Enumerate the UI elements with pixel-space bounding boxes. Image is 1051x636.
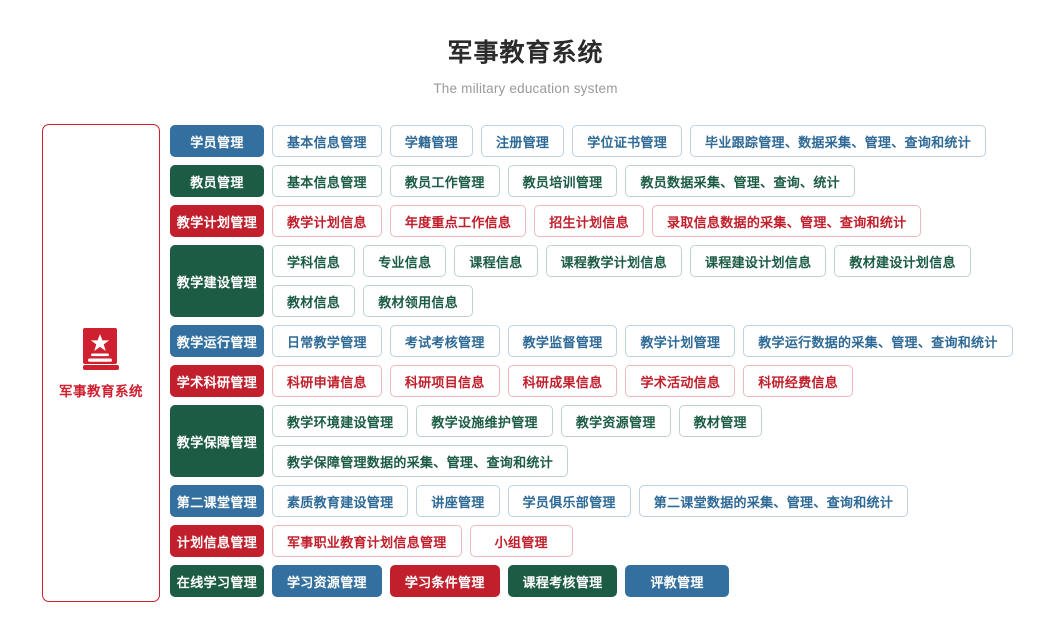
module-item[interactable]: 学员俱乐部管理 [507, 485, 631, 517]
module-row-children: 日常教学管理考试考核管理教学监督管理教学计划管理教学运行数据的采集、管理、查询和… [272, 325, 1013, 357]
module-item[interactable]: 学习资源管理 [272, 565, 382, 597]
module-item[interactable]: 第二课堂数据的采集、管理、查询和统计 [638, 485, 909, 517]
module-item[interactable]: 学术活动信息 [625, 365, 736, 397]
module-item[interactable]: 学科信息 [272, 245, 356, 277]
module-row: 教学保障管理教学环境建设管理教学设施维护管理教学资源管理教材管理教学保障管理数据… [170, 405, 1051, 477]
module-row-children: 素质教育建设管理讲座管理学员俱乐部管理第二课堂数据的采集、管理、查询和统计 [272, 485, 909, 517]
module-item[interactable]: 教材建设计划信息 [834, 245, 971, 277]
module-item[interactable]: 毕业跟踪管理、数据采集、管理、查询和统计 [690, 125, 987, 157]
module-item[interactable]: 评教管理 [625, 565, 729, 597]
module-item[interactable]: 学位证书管理 [572, 125, 683, 157]
module-row-head[interactable]: 教员管理 [170, 165, 264, 197]
module-item[interactable]: 录取信息数据的采集、管理、查询和统计 [652, 205, 922, 237]
module-row: 第二课堂管理素质教育建设管理讲座管理学员俱乐部管理第二课堂数据的采集、管理、查询… [170, 485, 1051, 517]
module-row-head[interactable]: 教学计划管理 [170, 205, 264, 237]
module-row: 学员管理基本信息管理学籍管理注册管理学位证书管理毕业跟踪管理、数据采集、管理、查… [170, 125, 1051, 157]
module-item[interactable]: 科研项目信息 [389, 365, 500, 397]
module-row-head[interactable]: 教学保障管理 [170, 405, 264, 477]
sidebar-title: 军事教育系统 [59, 383, 143, 399]
module-rows: 学员管理基本信息管理学籍管理注册管理学位证书管理毕业跟踪管理、数据采集、管理、查… [160, 124, 1051, 602]
module-row-children: 科研申请信息科研项目信息科研成果信息学术活动信息科研经费信息 [272, 365, 854, 397]
module-row: 学术科研管理科研申请信息科研项目信息科研成果信息学术活动信息科研经费信息 [170, 365, 1051, 397]
module-item[interactable]: 课程信息 [454, 245, 538, 277]
module-row-head[interactable]: 计划信息管理 [170, 525, 264, 557]
module-item[interactable]: 教员培训管理 [507, 165, 618, 197]
book-star-icon [81, 327, 121, 371]
module-item[interactable]: 科研经费信息 [743, 365, 854, 397]
module-item[interactable]: 年度重点工作信息 [389, 205, 527, 237]
module-item[interactable]: 讲座管理 [416, 485, 500, 517]
module-row-head[interactable]: 教学运行管理 [170, 325, 264, 357]
module-row: 教学建设管理学科信息专业信息课程信息课程教学计划信息课程建设计划信息教材建设计划… [170, 245, 1051, 317]
module-item[interactable]: 教学环境建设管理 [272, 405, 409, 437]
module-row-children: 军事职业教育计划信息管理小组管理 [272, 525, 573, 557]
module-row: 计划信息管理军事职业教育计划信息管理小组管理 [170, 525, 1051, 557]
module-item[interactable]: 教学资源管理 [560, 405, 671, 437]
module-item[interactable]: 教学运行数据的采集、管理、查询和统计 [743, 325, 1013, 357]
module-item[interactable]: 教学保障管理数据的采集、管理、查询和统计 [272, 445, 569, 477]
module-row-head[interactable]: 第二课堂管理 [170, 485, 264, 517]
module-item[interactable]: 学籍管理 [389, 125, 474, 157]
module-item[interactable]: 军事职业教育计划信息管理 [272, 525, 462, 557]
module-item[interactable]: 专业信息 [363, 245, 447, 277]
module-row: 教学运行管理日常教学管理考试考核管理教学监督管理教学计划管理教学运行数据的采集、… [170, 325, 1051, 357]
module-item[interactable]: 考试考核管理 [389, 325, 500, 357]
module-item[interactable]: 学习条件管理 [389, 565, 500, 597]
module-item[interactable]: 基本信息管理 [272, 125, 382, 157]
module-item[interactable]: 教材领用信息 [363, 285, 474, 317]
module-item[interactable]: 日常教学管理 [272, 325, 382, 357]
page-header: 军事教育系统 The military education system [0, 0, 1051, 96]
page-subtitle: The military education system [433, 81, 618, 96]
module-item[interactable]: 教员工作管理 [389, 165, 500, 197]
module-row-head[interactable]: 学术科研管理 [170, 365, 264, 397]
module-row-children: 教学计划信息年度重点工作信息招生计划信息录取信息数据的采集、管理、查询和统计 [272, 205, 922, 237]
module-item[interactable]: 课程建设计划信息 [690, 245, 827, 277]
page-title: 军事教育系统 [447, 39, 604, 67]
module-item[interactable]: 教员数据采集、管理、查询、统计 [625, 165, 855, 197]
sidebar-card[interactable]: 军事教育系统 [42, 124, 160, 602]
module-row: 教学计划管理教学计划信息年度重点工作信息招生计划信息录取信息数据的采集、管理、查… [170, 205, 1051, 237]
module-row-head[interactable]: 学员管理 [170, 125, 264, 157]
module-item[interactable]: 注册管理 [481, 125, 565, 157]
module-item[interactable]: 教学监督管理 [507, 325, 618, 357]
module-item[interactable]: 基本信息管理 [272, 165, 382, 197]
module-item[interactable]: 教材信息 [272, 285, 356, 317]
module-item[interactable]: 科研申请信息 [272, 365, 382, 397]
page-body: 军事教育系统 学员管理基本信息管理学籍管理注册管理学位证书管理毕业跟踪管理、数据… [0, 96, 1051, 602]
module-row-children: 基本信息管理学籍管理注册管理学位证书管理毕业跟踪管理、数据采集、管理、查询和统计 [272, 125, 987, 157]
module-item[interactable]: 招生计划信息 [534, 205, 645, 237]
module-item[interactable]: 教学设施维护管理 [416, 405, 553, 437]
module-item[interactable]: 教学计划信息 [272, 205, 382, 237]
module-item[interactable]: 课程考核管理 [507, 565, 618, 597]
module-row-head[interactable]: 在线学习管理 [170, 565, 264, 597]
module-row-children: 学科信息专业信息课程信息课程教学计划信息课程建设计划信息教材建设计划信息教材信息… [272, 245, 1051, 317]
module-item[interactable]: 教材管理 [678, 405, 762, 437]
module-row-children: 学习资源管理学习条件管理课程考核管理评教管理 [272, 565, 729, 597]
module-row-children: 基本信息管理教员工作管理教员培训管理教员数据采集、管理、查询、统计 [272, 165, 855, 197]
module-item[interactable]: 素质教育建设管理 [272, 485, 409, 517]
module-item[interactable]: 教学计划管理 [625, 325, 736, 357]
module-row: 在线学习管理学习资源管理学习条件管理课程考核管理评教管理 [170, 565, 1051, 597]
module-row-head[interactable]: 教学建设管理 [170, 245, 264, 317]
module-row: 教员管理基本信息管理教员工作管理教员培训管理教员数据采集、管理、查询、统计 [170, 165, 1051, 197]
module-item[interactable]: 小组管理 [469, 525, 573, 557]
module-item[interactable]: 课程教学计划信息 [545, 245, 683, 277]
module-item[interactable]: 科研成果信息 [507, 365, 618, 397]
module-row-children: 教学环境建设管理教学设施维护管理教学资源管理教材管理教学保障管理数据的采集、管理… [272, 405, 1051, 477]
